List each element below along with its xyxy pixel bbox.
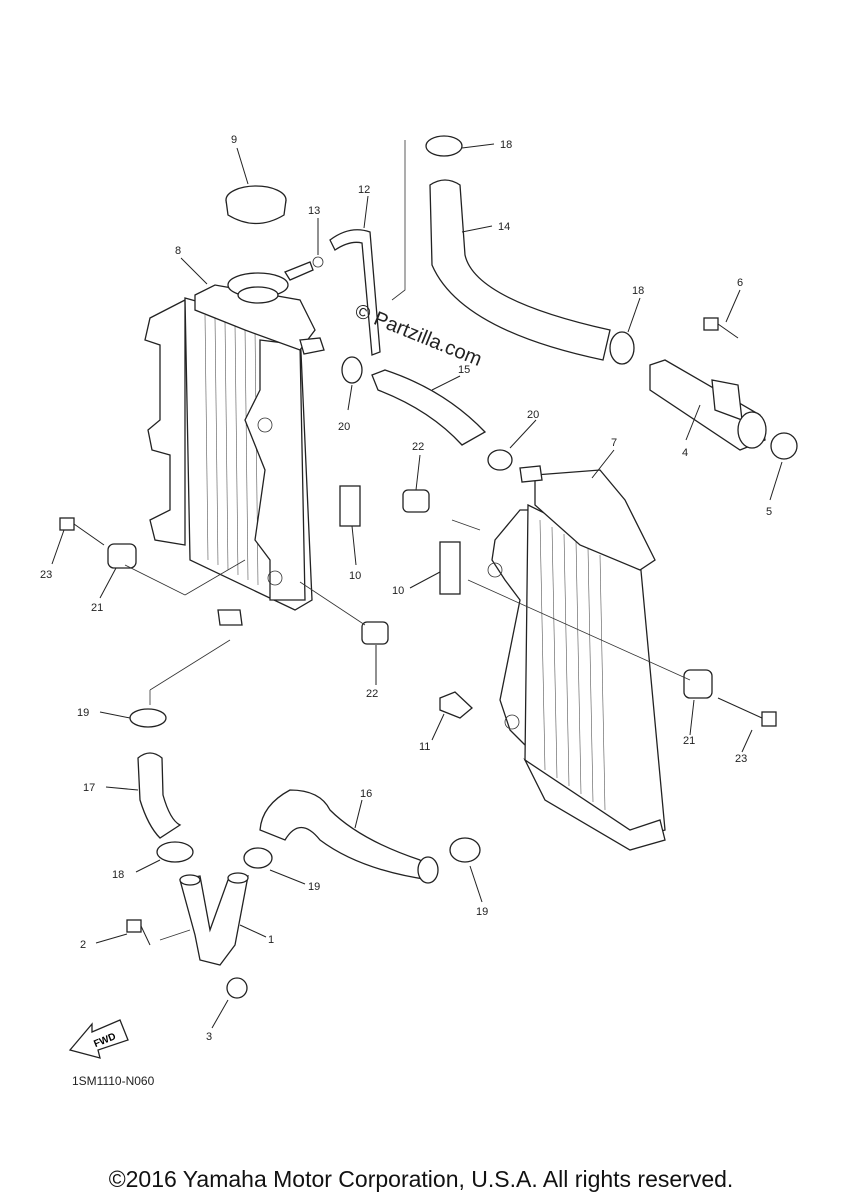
leader-lines [51,143,783,1029]
callout-6: 6 [737,277,743,289]
right-radiator [487,465,666,851]
callout-19: 19 [308,881,320,893]
clip-13 [312,256,324,268]
left-radiator-fins [204,314,259,586]
callout-10: 10 [349,570,361,582]
bolt-2 [126,919,151,946]
callout-9: 9 [231,134,237,146]
drawing-code: 1SM1110-N060 [72,1074,155,1088]
callout-22: 22 [412,441,424,453]
clamp-19-right [449,837,481,863]
callout-10: 10 [392,585,404,597]
callout-11: 11 [419,741,430,753]
collar-22-bottom [361,621,389,645]
right-radiator-fins [539,519,606,811]
callout-16: 16 [360,788,372,800]
damper-11 [439,691,473,719]
joint-1 [179,872,249,966]
copyright-notice: ©2016 Yamaha Motor Corporation, U.S.A. A… [108,1166,734,1192]
bolt-23-left [59,517,105,546]
clamp-20-left [341,356,363,384]
clamp-20-right [487,449,513,471]
assembly-line [124,140,691,941]
callout-19: 19 [476,906,488,918]
callout-4: 4 [682,447,688,459]
callout-14: 14 [498,221,510,233]
clamp-19-middle [243,847,273,869]
callout-1: 1 [268,934,274,946]
damper-10-left [339,485,361,527]
o-ring-3 [226,977,248,999]
callout-12: 12 [358,184,370,196]
clamp-18-right [609,331,635,365]
callout-18: 18 [112,869,124,881]
callout-21: 21 [91,602,103,614]
grommet-21-left [107,543,137,569]
clamp-18-bottom [156,841,194,863]
grommet-21-right [683,669,713,699]
hose-15 [371,369,487,446]
collar-22-top [402,489,430,513]
pipe-4 [649,359,767,451]
callout-20: 20 [527,409,539,421]
clamp-18-top [425,135,463,157]
bolt-6 [703,317,739,339]
radiator-cap [225,185,287,225]
callout-23: 23 [40,569,52,581]
hose-16 [259,789,439,884]
callout-17: 17 [83,782,95,794]
callout-7: 7 [611,437,617,449]
callout-2: 2 [80,939,86,951]
o-ring-5 [770,432,798,460]
callout-18: 18 [632,285,644,297]
callout-13: 13 [308,205,320,217]
damper-10-right [439,541,461,595]
bolt-23-right [717,697,777,727]
fwd-arrow-icon: FWD [68,1019,129,1059]
hose-17 [137,752,182,839]
clamp-19-left [129,708,167,728]
callout-15: 15 [458,364,470,376]
callout-19: 19 [77,707,89,719]
hose-14 [429,179,611,361]
callout-23: 23 [735,753,747,765]
callout-numbers: 9 8 13 12 18 14 18 6 15 20 20 4 5 22 7 1… [40,134,772,1043]
callout-20: 20 [338,421,350,433]
callout-8: 8 [175,245,181,257]
hose-12 [329,229,381,356]
callout-5: 5 [766,506,772,518]
callout-18: 18 [500,139,512,151]
callout-22: 22 [366,688,378,700]
callout-21: 21 [683,735,695,747]
left-radiator [144,261,325,626]
callout-3: 3 [206,1031,212,1043]
